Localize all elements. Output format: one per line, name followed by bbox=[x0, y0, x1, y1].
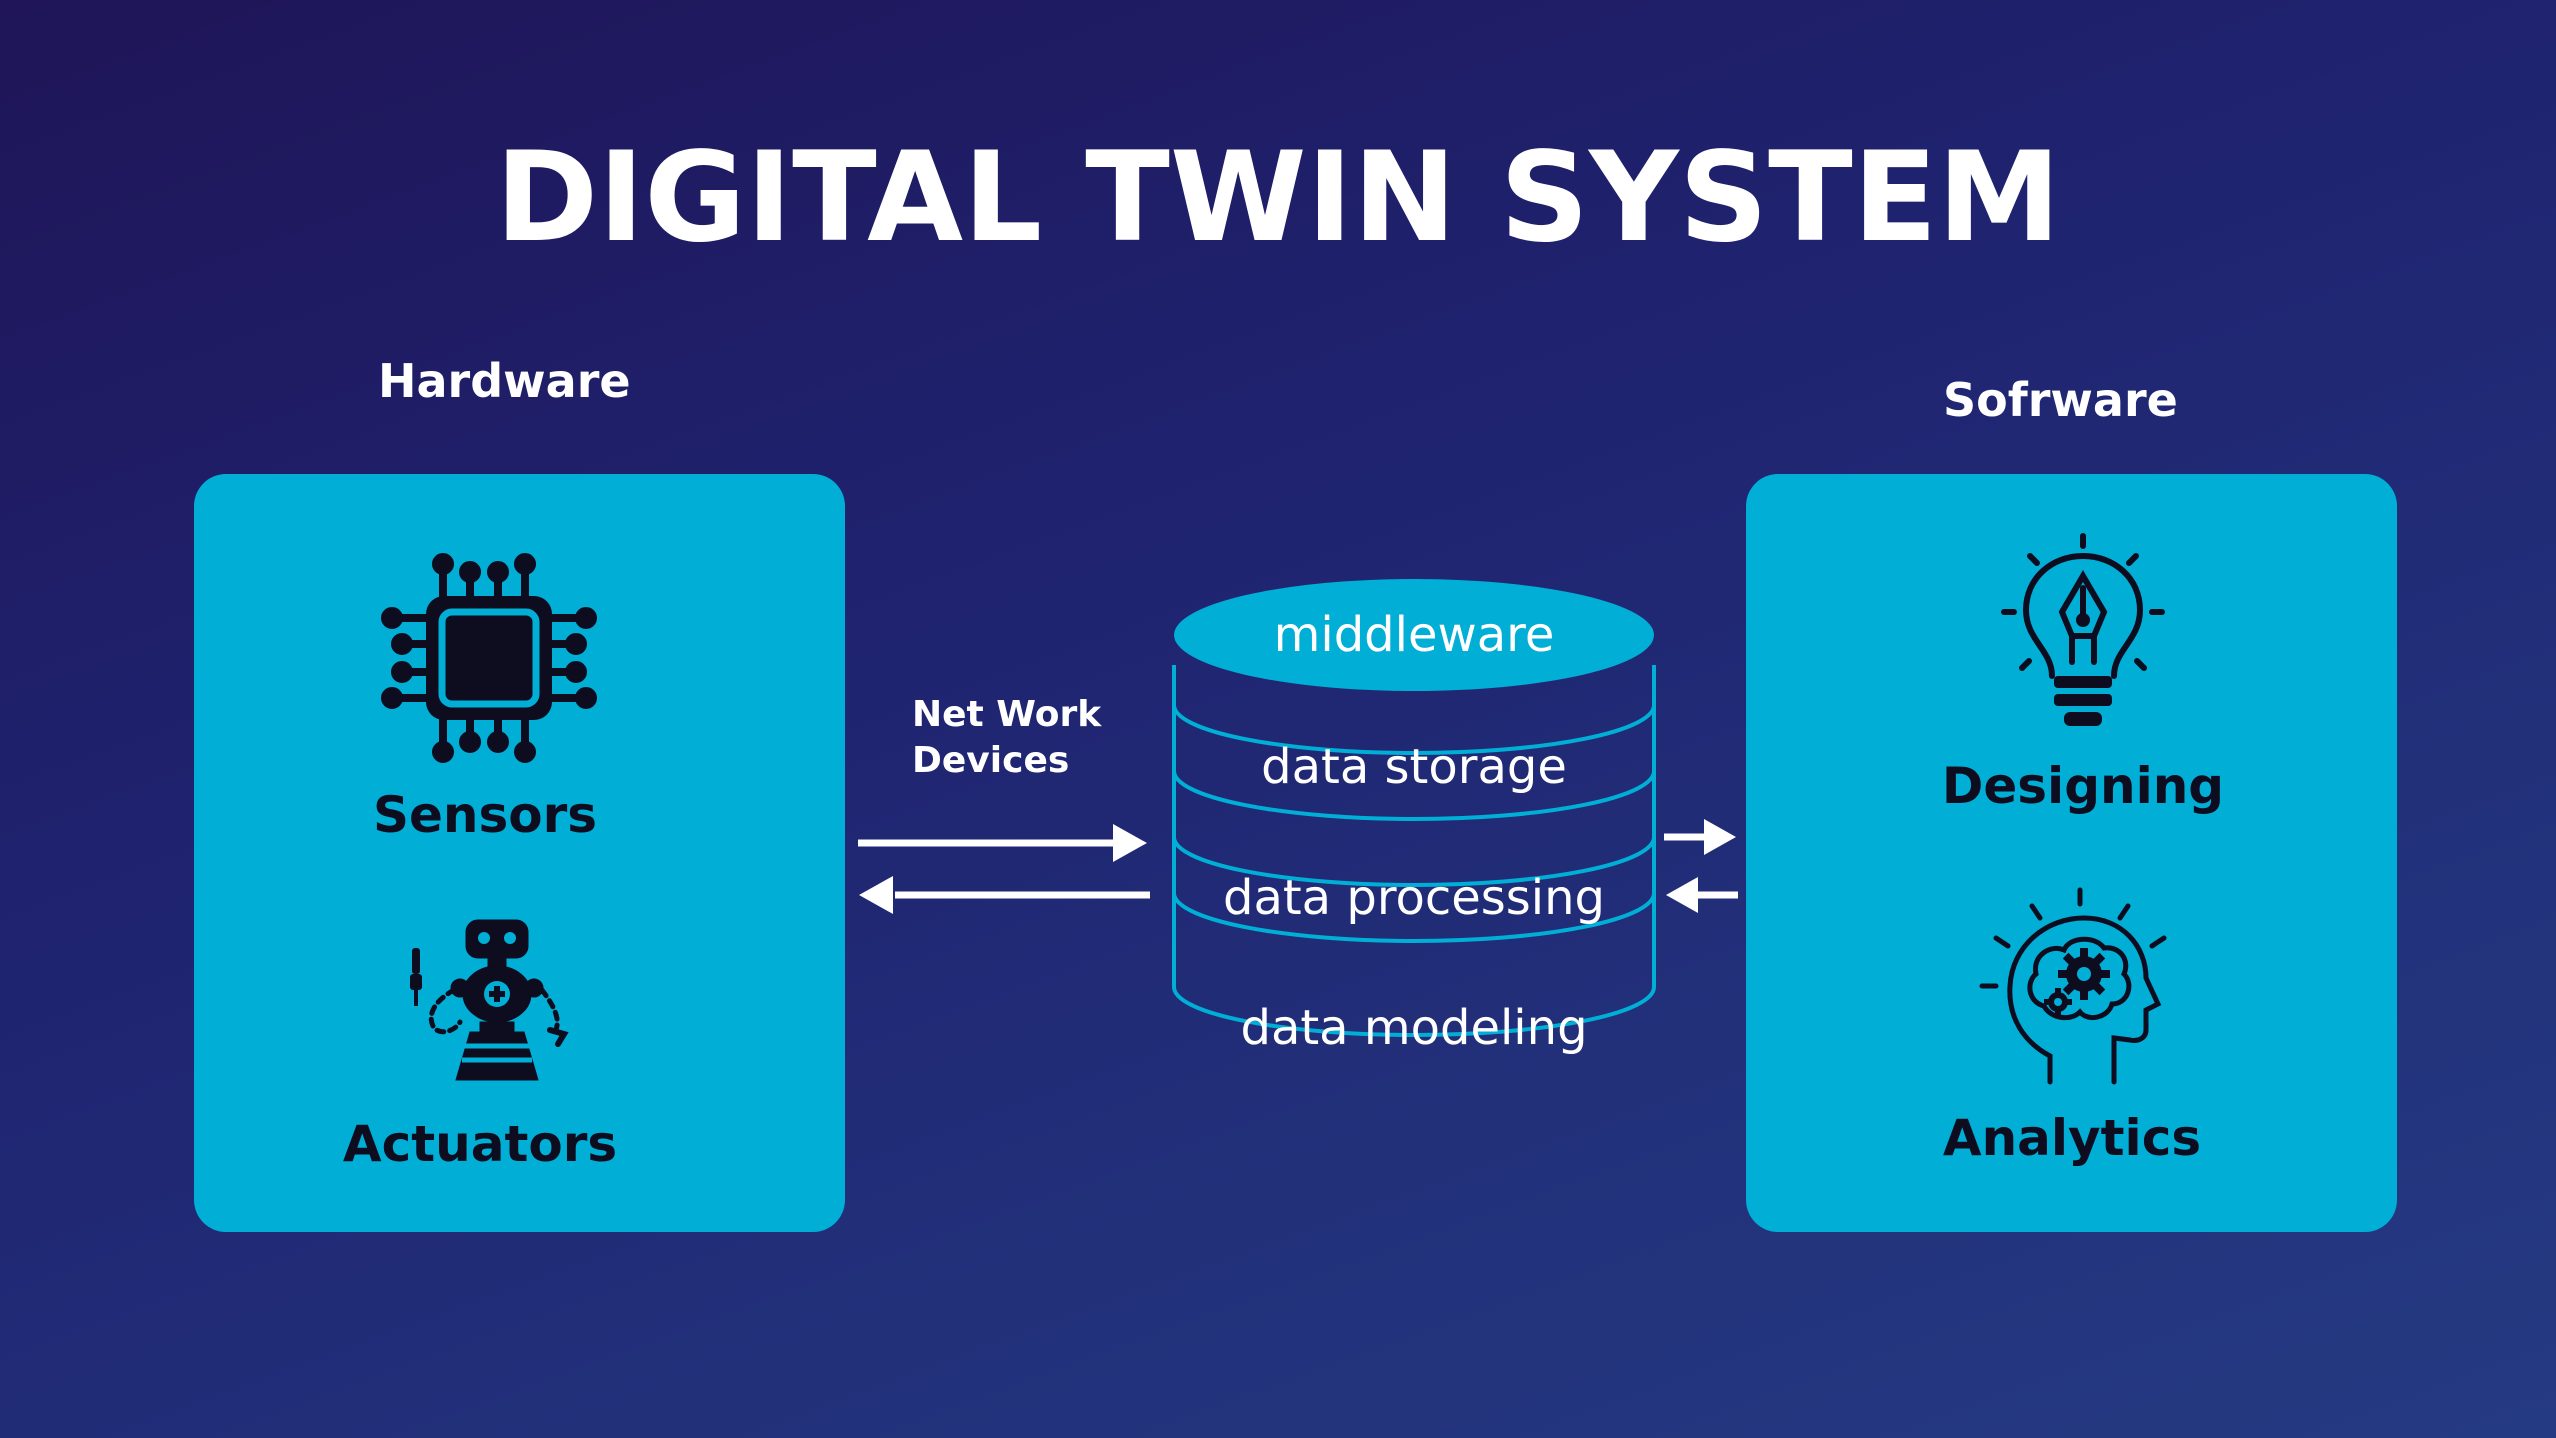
lightbulb-pen-icon bbox=[2001, 533, 2165, 726]
sensors-label: Sensors bbox=[372, 786, 598, 844]
arrow-left-icon bbox=[1666, 877, 1698, 913]
analytics-label: Analytics bbox=[1942, 1109, 2202, 1167]
chip-icon bbox=[381, 553, 597, 763]
network-label: Net Work Devices bbox=[912, 692, 1101, 784]
layer-data-processing: data processing bbox=[1222, 870, 1606, 926]
layer-middleware: middleware bbox=[1273, 607, 1555, 663]
network-label-line1: Net Work bbox=[912, 694, 1102, 735]
network-label-line2: Devices bbox=[912, 740, 1070, 781]
software-label: Sofrware bbox=[1943, 373, 2178, 427]
hardware-label: Hardware bbox=[378, 354, 631, 408]
layer-data-modeling: data modeling bbox=[1240, 1000, 1588, 1056]
network-arrows bbox=[858, 824, 1150, 914]
robot-icon bbox=[410, 919, 569, 1081]
page-title: DIGITAL TWIN SYSTEM bbox=[495, 126, 2061, 270]
arrow-left-icon bbox=[859, 876, 893, 914]
database-stack bbox=[1172, 579, 1656, 1037]
head-gears-icon bbox=[1979, 887, 2167, 1085]
arrow-right-icon bbox=[1113, 824, 1147, 862]
designing-label: Designing bbox=[1941, 757, 2225, 815]
layer-data-storage: data storage bbox=[1261, 739, 1567, 795]
actuators-label: Actuators bbox=[342, 1115, 618, 1173]
arrow-right-icon bbox=[1704, 819, 1736, 855]
software-arrows bbox=[1664, 819, 1738, 913]
